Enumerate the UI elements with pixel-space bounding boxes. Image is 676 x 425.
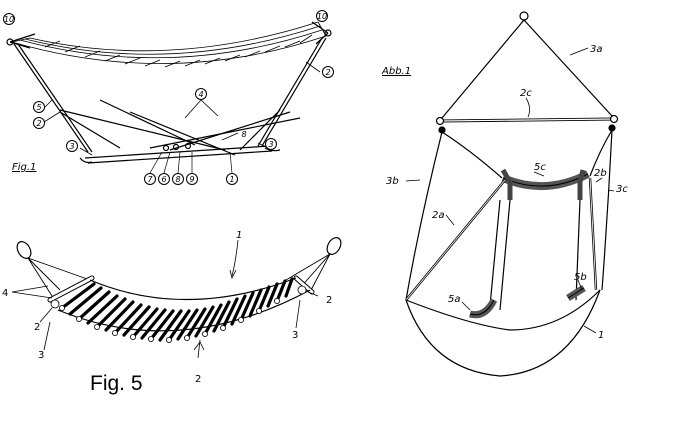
abb1-top-ring	[519, 11, 529, 21]
fig1-label-6: 6	[161, 175, 166, 184]
fig1-label-2-left: 2	[36, 119, 41, 128]
fig1-label-5: 5	[36, 103, 41, 112]
fig5-label-2-left: 2	[34, 322, 40, 333]
fig1-caption: Fig.1	[12, 162, 36, 173]
fig5-label-1: 1	[236, 230, 242, 241]
fig5-callouts	[11, 239, 319, 359]
abb1-seat-sling-1	[405, 289, 601, 377]
fig5-label-4: 4	[2, 288, 8, 299]
abb1-label-2a: 2a	[432, 210, 445, 221]
abb1-rope-3a-left	[441, 19, 525, 119]
fig1-label-9: 9	[189, 175, 194, 184]
abb1-label-5b: 5b	[574, 272, 587, 283]
fig5-right-loop	[326, 237, 342, 255]
fig1-label-3-left: 3	[69, 142, 74, 151]
fig5-label-3-left: 3	[38, 350, 44, 361]
fig1-label-4: 4	[198, 90, 203, 99]
abb1-rope-3a-right	[523, 19, 613, 117]
fig1-left-end-ring	[6, 38, 14, 46]
fig1-label-2-right: 2	[325, 68, 330, 77]
abb1-label-3a: 3a	[590, 44, 603, 55]
fig1-label-10-right: 10	[317, 12, 327, 21]
fig5-label-2-right: 2	[326, 295, 332, 306]
abb1-label-5a: 5a	[448, 294, 461, 305]
fig1-label-10-left: 10	[4, 15, 14, 24]
fig5-slats	[50, 277, 307, 343]
abb1-label-3b: 3b	[386, 176, 399, 187]
abb1-rope-3b	[405, 131, 443, 301]
abb1-bar-end-right	[609, 114, 619, 124]
fig5-caption: Fig. 5	[90, 372, 143, 395]
fig5-slatted-hammock	[16, 237, 342, 332]
fig1-label-8-bottom: 8	[175, 175, 180, 184]
fig1-label-8: 8	[241, 130, 246, 139]
abb1-hanging-chair	[405, 11, 619, 377]
fig5-label-2-bottom: 2	[195, 374, 201, 385]
fig1-right-end-ring	[324, 29, 332, 37]
fig1-net-bed	[11, 21, 327, 68]
fig1-label-3-right: 3	[268, 140, 273, 149]
abb1-label-1: 1	[598, 330, 604, 341]
abb1-rope-3c	[601, 129, 613, 291]
fig1-callouts: 10 10 2 5 2 4 3 8 3 7 6 8 9 1	[3, 10, 334, 185]
abb1-caption: Abb.1	[381, 66, 411, 77]
abb1-bar-end-left	[435, 116, 445, 126]
abb1-label-3c: 3c	[616, 184, 628, 195]
abb1-label-2c: 2c	[520, 88, 532, 99]
fig5-label-3-right: 3	[292, 330, 298, 341]
fig1-hammock-stand	[6, 21, 332, 164]
abb1-label-5c: 5c	[534, 162, 546, 173]
fig1-label-1: 1	[229, 175, 234, 184]
fig5-left-loop	[16, 241, 32, 259]
fig1-label-7: 7	[147, 175, 153, 184]
abb1-label-2b: 2b	[594, 168, 607, 179]
